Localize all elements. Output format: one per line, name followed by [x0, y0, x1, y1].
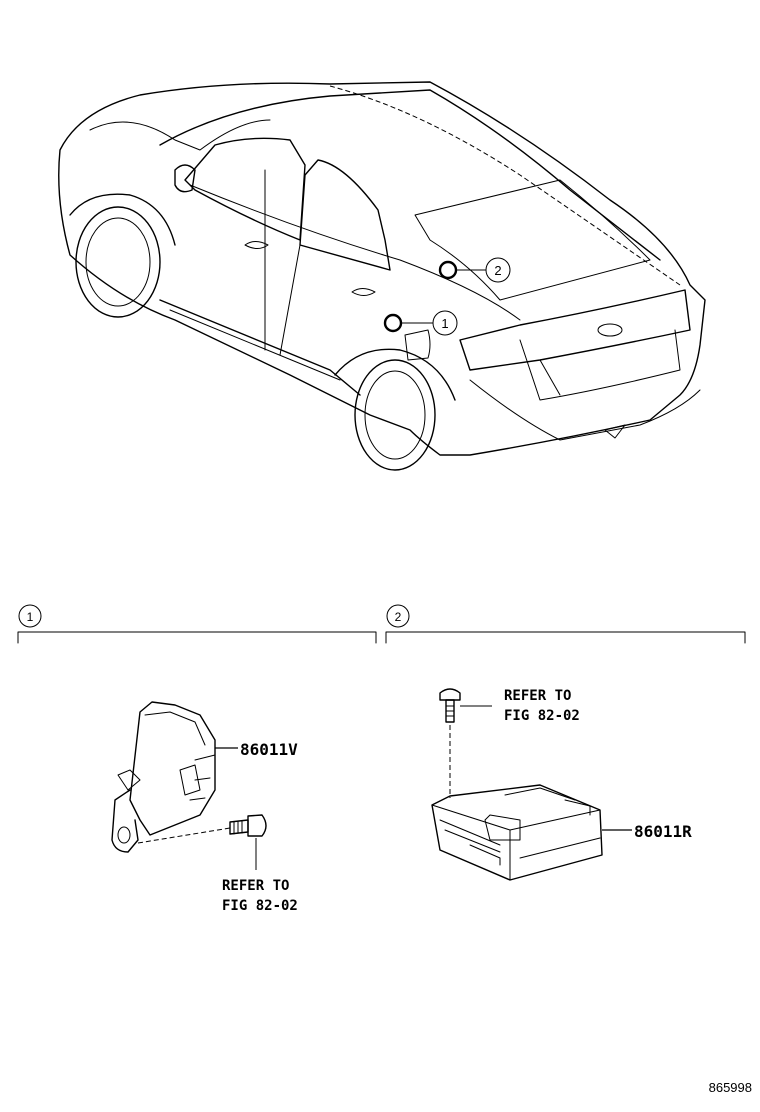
bolt-section-1 [137, 814, 267, 870]
section-1-bracket [17, 631, 377, 644]
callout-number-1: 1 [441, 316, 448, 331]
bolt-section-2 [439, 688, 492, 798]
section-2-circle [386, 604, 410, 628]
part-86011r-drawing [431, 784, 632, 881]
refer-text-1-line1: REFER TO [222, 878, 289, 894]
location-marker-2 [438, 260, 458, 280]
section-2-header: 2 [385, 604, 746, 644]
section-1-header: 1 [17, 604, 377, 644]
refer-text-1-line2: FIG 82-02 [222, 898, 298, 914]
refer-text-2-line1: REFER TO [504, 688, 571, 704]
section-2-number: 2 [395, 610, 402, 624]
callout-circle-1 [432, 310, 458, 336]
car-illustration [58, 81, 706, 471]
part-number-86011r: 86011R [634, 822, 692, 841]
location-marker-1 [383, 313, 403, 333]
part-number-86011v: 86011V [240, 740, 298, 759]
part-86011v-drawing [111, 701, 238, 853]
illustration-id: 865998 [709, 1080, 752, 1095]
section-1-circle [18, 604, 42, 628]
callout-number-2: 2 [494, 263, 501, 278]
car-callout-1: 1 [383, 310, 458, 336]
section-1-number: 1 [27, 610, 34, 624]
car-callout-2: 2 [438, 257, 511, 283]
refer-text-2-line2: FIG 82-02 [504, 708, 580, 724]
section-2-bracket [385, 631, 746, 644]
callout-circle-2 [485, 257, 511, 283]
